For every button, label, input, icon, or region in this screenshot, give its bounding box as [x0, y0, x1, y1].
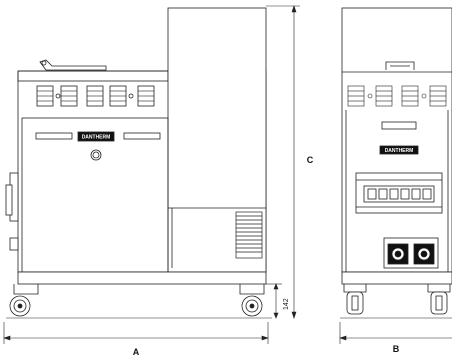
- side-view: DANTHERM: [5, 7, 272, 319]
- front-base-plate: [341, 271, 452, 285]
- front-top-handle: [385, 61, 415, 70]
- connector-panel: [383, 237, 439, 269]
- handle-slot-left: [35, 132, 73, 140]
- front-view: DANTHERM: [340, 7, 452, 319]
- side-vent-row: [36, 85, 155, 107]
- front-brand-logo-text: DANTHERM: [385, 148, 414, 154]
- vent-screw: [55, 93, 61, 99]
- top-handle: [39, 59, 107, 71]
- switch-bank: [363, 185, 435, 203]
- front-wheel-left: [343, 284, 367, 315]
- front-wheel-right: [427, 284, 451, 315]
- vent-screw: [128, 93, 134, 99]
- brand-logo: [77, 131, 115, 142]
- handle-knob: [41, 60, 47, 66]
- side-base-plate: [17, 271, 267, 285]
- ce-mark: [90, 149, 102, 161]
- front-brand-logo: [379, 145, 419, 155]
- control-panel: [355, 172, 443, 214]
- switches: [367, 188, 432, 200]
- front-vent-row: [347, 85, 447, 107]
- dimension-142-label: 142: [283, 298, 290, 310]
- ce-mark-inner: [92, 151, 100, 159]
- front-view-body: [341, 7, 452, 273]
- dimension-lines: [3, 5, 452, 344]
- side-cable-holder: [5, 184, 13, 216]
- dimension-c-label: C: [307, 155, 314, 165]
- brand-logo-text: DANTHERM: [82, 135, 111, 141]
- front-handle-slot: [381, 121, 417, 130]
- side-connector: [9, 237, 19, 251]
- handle-slot-right: [123, 132, 161, 140]
- side-view-tower: [167, 7, 267, 273]
- wheel-right: [239, 284, 265, 317]
- wheel-left: [9, 284, 39, 317]
- tower-grille: [235, 211, 263, 259]
- dimension-a-label: A: [133, 347, 140, 357]
- dimension-b-label: B: [393, 344, 400, 354]
